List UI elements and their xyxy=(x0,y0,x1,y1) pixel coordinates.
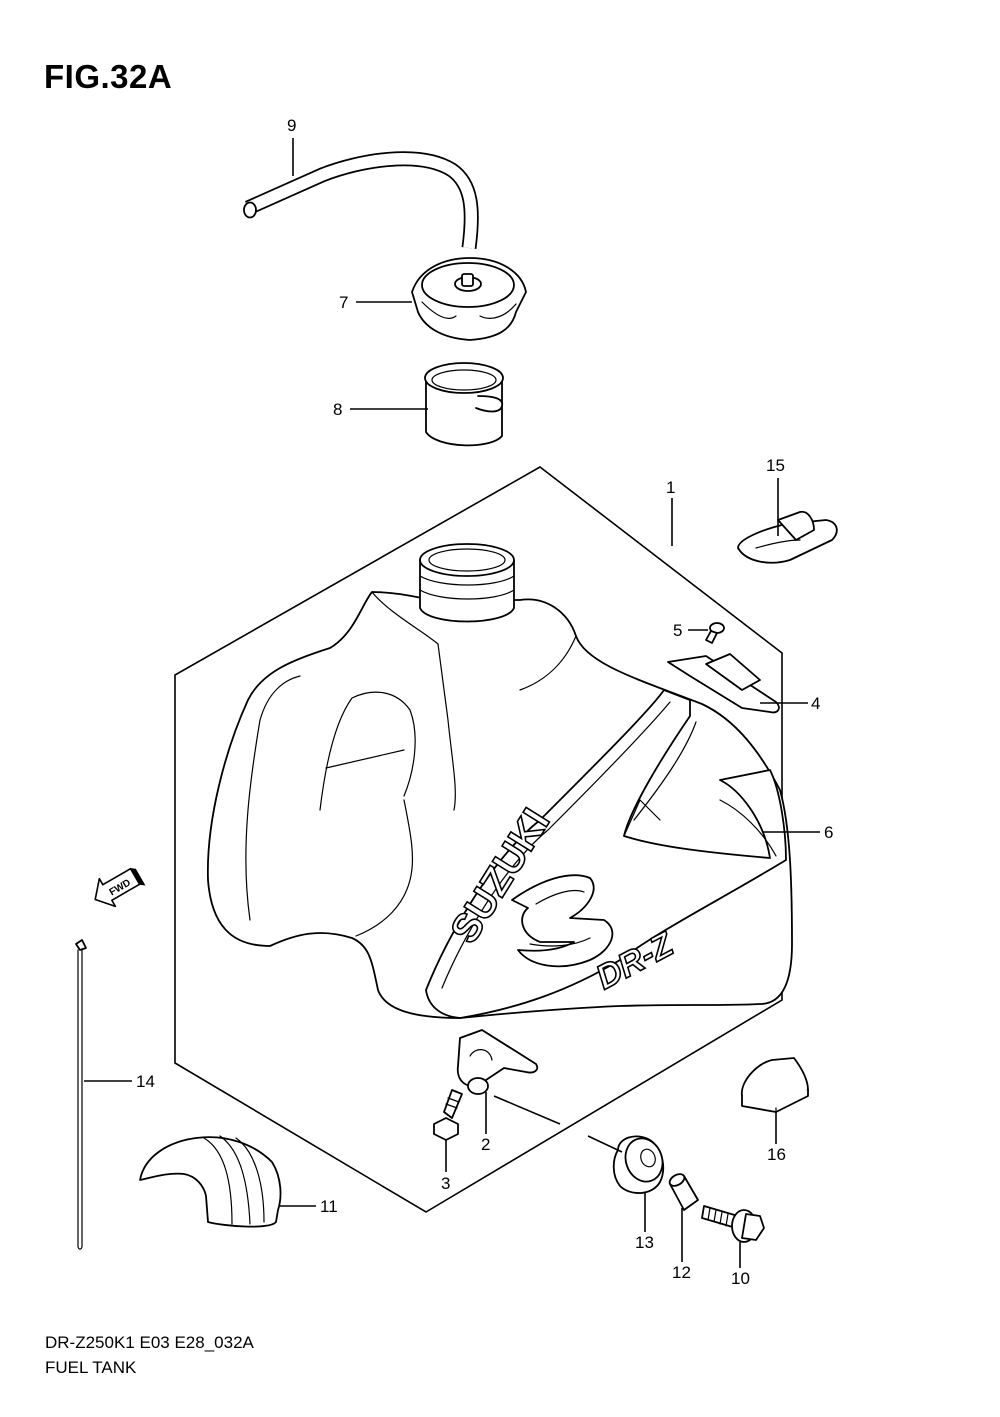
callout-11: 11 xyxy=(320,1197,338,1216)
callout-13: 13 xyxy=(635,1233,654,1252)
figure-name: FUEL TANK xyxy=(45,1358,137,1377)
callout-10: 10 xyxy=(731,1269,750,1288)
callout-16: 16 xyxy=(767,1145,786,1164)
callout-4: 4 xyxy=(811,694,820,713)
callout-2: 2 xyxy=(481,1135,490,1154)
collar-icon xyxy=(668,1173,699,1211)
callout-9: 9 xyxy=(287,116,296,135)
figure-title: FIG.32A xyxy=(44,58,173,95)
fuel-tank-icon: SUZUKI DR-Z xyxy=(207,543,793,1095)
model-code: DR-Z250K1 E03 E28_032A xyxy=(45,1333,254,1352)
callout-6: 6 xyxy=(824,823,833,842)
flange-bolt-icon xyxy=(701,1205,765,1243)
callout-5: 5 xyxy=(673,621,682,640)
bolt-icon xyxy=(433,1089,463,1141)
fwd-arrow-icon: FWD xyxy=(94,867,146,908)
cushion-pad-icon xyxy=(741,1057,809,1113)
callout-3: 3 xyxy=(441,1174,450,1193)
callout-12: 12 xyxy=(672,1263,691,1282)
breather-hose-icon xyxy=(243,151,479,249)
callout-numbers: 9 7 8 1 15 5 4 6 14 2 3 16 11 13 12 10 xyxy=(136,116,833,1288)
fuel-cap-icon xyxy=(411,257,527,341)
leader-lines xyxy=(84,138,820,1268)
assembly-boundary xyxy=(174,466,783,1213)
tank-cushion-icon xyxy=(139,1135,282,1228)
grommet-icon xyxy=(612,1135,665,1194)
filler-neck-icon xyxy=(424,362,504,447)
callout-14: 14 xyxy=(136,1072,155,1091)
callout-8: 8 xyxy=(333,400,342,419)
strap-hook-icon xyxy=(737,510,838,564)
screw-icon xyxy=(705,622,725,644)
bracket-icon xyxy=(667,653,780,714)
callout-1: 1 xyxy=(666,478,675,497)
callout-15: 15 xyxy=(766,456,785,475)
callout-7: 7 xyxy=(339,293,348,312)
cable-tie-icon xyxy=(75,939,87,1250)
